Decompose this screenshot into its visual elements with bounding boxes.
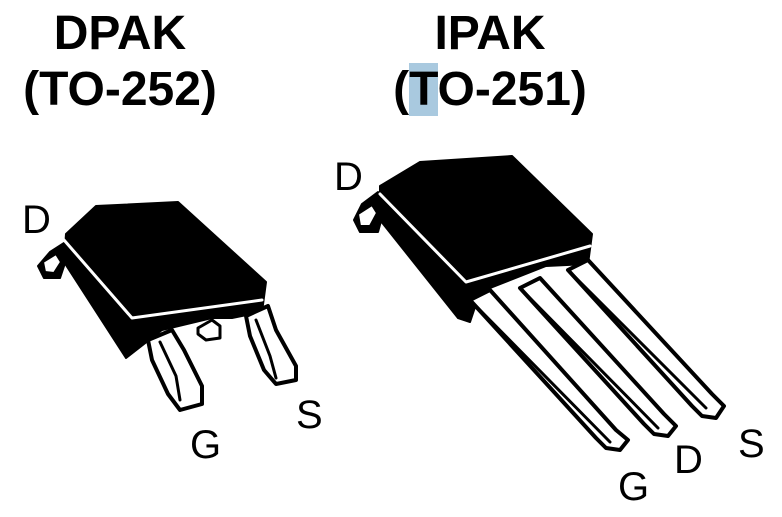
dpak-package-code: TO-252 — [39, 63, 201, 116]
dpak-center-stub — [196, 318, 222, 342]
ipak-pin-label-source: S — [738, 422, 765, 466]
dpak-pin-label-drain: D — [22, 198, 51, 242]
dpak-package-drawing — [37, 201, 298, 412]
dpak-paren-open: ( — [23, 63, 40, 116]
ipak-package-rest: O-251 — [437, 63, 571, 116]
dpak-source-lead — [244, 304, 298, 386]
dpak-drain-tab-face — [42, 253, 62, 274]
ipak-pin-label-drain-lead: D — [674, 438, 703, 482]
ipak-drain-lead — [518, 276, 678, 438]
dpak-top-edge — [62, 238, 264, 320]
dpak-gate-lead — [146, 328, 204, 412]
dpak-gate-lead-edge — [158, 340, 182, 402]
ipak-package: (TO-251) — [340, 62, 640, 118]
ipak-pin-label-drain: D — [334, 155, 363, 199]
ipak-source-lead-edge — [570, 272, 708, 410]
ipak-drain-lead-edge — [522, 290, 660, 430]
dpak-source-lead-edge — [254, 318, 278, 380]
dpak-title: DPAK (TO-252) — [0, 6, 240, 118]
ipak-body — [379, 155, 593, 323]
dpak-name: DPAK — [53, 7, 187, 60]
ipak-gate-lead-edge — [472, 302, 612, 444]
ipak-name: IPAK — [434, 7, 546, 60]
dpak-pin-label-gate: G — [190, 423, 222, 467]
ipak-top-edge — [378, 192, 592, 284]
ipak-paren-close: ) — [570, 63, 587, 116]
dpak-body — [63, 201, 267, 359]
ipak-pin-label-gate: G — [618, 465, 650, 509]
ipak-title: IPAK (TO-251) — [340, 6, 640, 118]
ipak-package-highlight: T — [409, 63, 438, 116]
ipak-gate-lead — [468, 288, 630, 452]
ipak-source-lead — [566, 258, 726, 420]
dpak-paren-close: ) — [200, 63, 217, 116]
ipak-drain-tab-face — [357, 204, 378, 227]
dpak-pin-label-source: S — [296, 393, 323, 437]
dpak-package: (TO-252) — [0, 62, 240, 118]
ipak-paren-open: ( — [393, 63, 410, 116]
ipak-package-drawing — [353, 155, 726, 452]
